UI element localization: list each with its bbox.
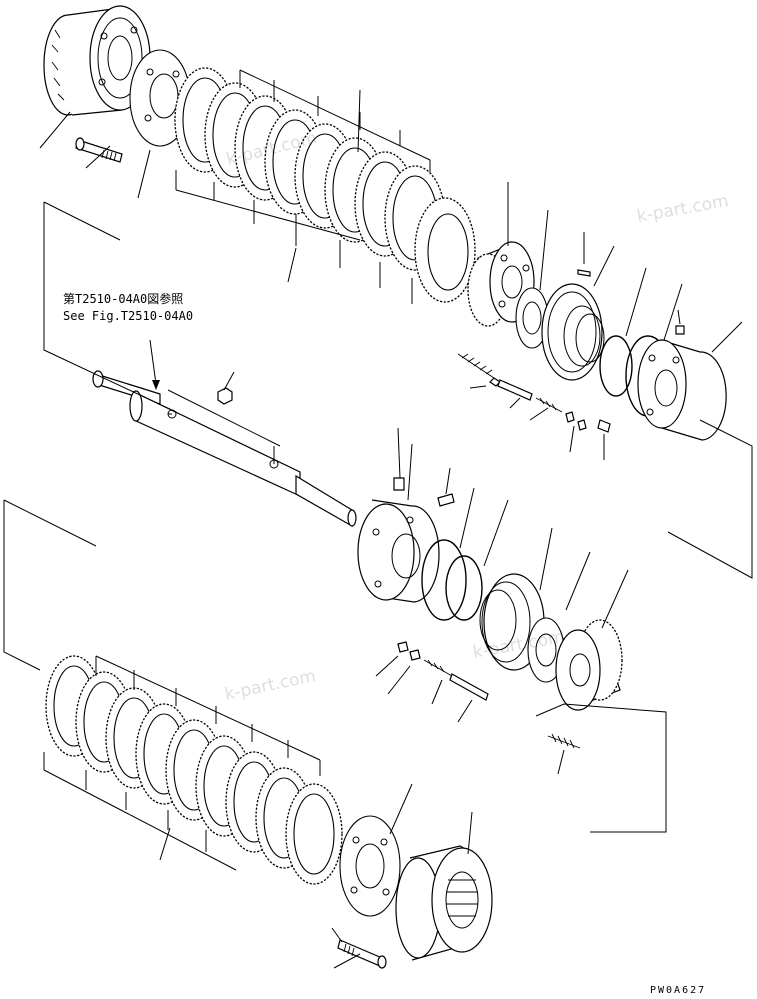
upper-clutch-assembly	[43, 5, 727, 441]
upper-mounting-bolt	[75, 137, 123, 163]
upper-piston	[541, 283, 605, 381]
upper-pressure-plate	[129, 49, 191, 147]
lower-cylinder-cover	[357, 499, 440, 603]
lower-pressure-plate	[339, 815, 401, 917]
watermark-4: k-part.com	[223, 666, 318, 705]
lower-housing-drum	[395, 845, 493, 961]
lower-clutch-assembly	[45, 477, 623, 969]
figure-reference-japanese: 第T2510-04A0図参照	[63, 291, 183, 306]
figure-reference-english: See Fig.T2510-04A0	[63, 309, 193, 323]
drawing-code: PW0A627	[650, 985, 706, 996]
upper-clutch-plate-stack	[174, 67, 476, 303]
upper-thrust-washer	[515, 287, 549, 349]
lower-mounting-bolt	[337, 939, 387, 969]
upper-small-hardware	[457, 269, 685, 433]
lower-hub-gear	[555, 619, 623, 711]
main-shaft	[92, 370, 357, 528]
figure-reference-callout: 第T2510-04A0図参照 See Fig.T2510-04A0	[63, 291, 193, 323]
lower-seal-rings	[421, 539, 483, 621]
leader-lines	[3, 69, 753, 969]
upper-cylinder-cover	[637, 339, 727, 441]
lower-clutch-plate-stack	[45, 655, 343, 885]
watermark-2: k-part.com	[635, 191, 730, 227]
lower-small-hardware	[393, 477, 581, 749]
